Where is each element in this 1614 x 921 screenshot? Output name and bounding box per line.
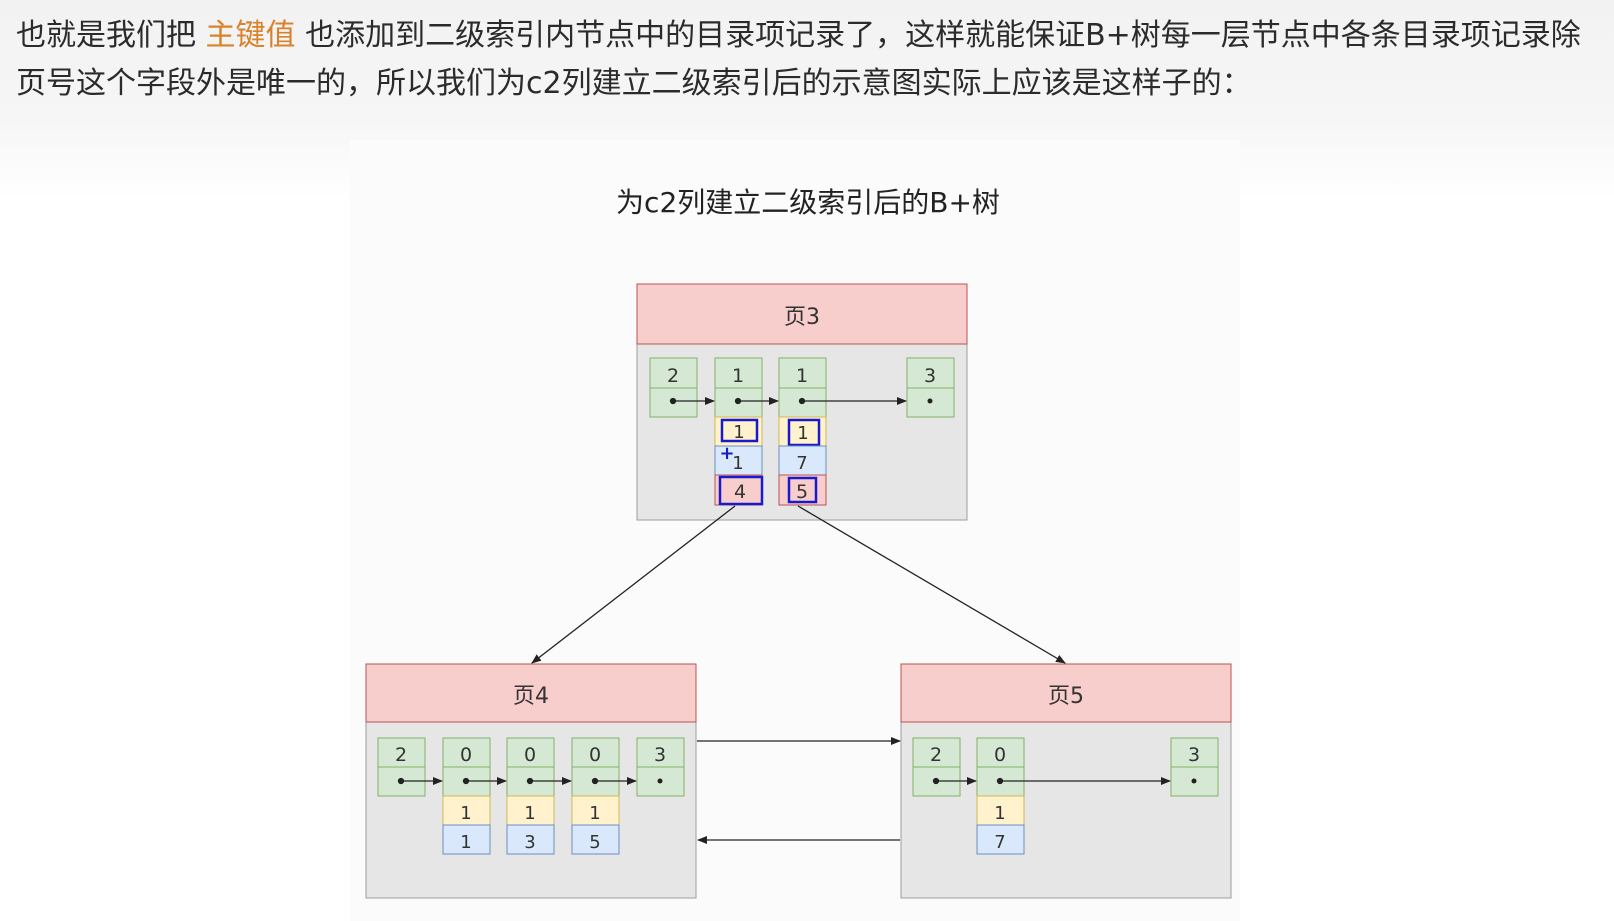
diagram-title: 为c2列建立二级索引后的B+树 [616, 186, 1000, 219]
record-page: 5 [796, 481, 808, 503]
page-4-node: 页4 2 0 1 1 0 1 3 0 [365, 663, 697, 899]
record-key: 1 [732, 365, 744, 387]
edge-to-page-4 [531, 505, 736, 664]
record-key: 2 [667, 365, 679, 387]
record-col: 7 [796, 453, 807, 474]
primary-key-highlight: 主键值 [205, 18, 296, 53]
page-5-record: 3 [1170, 737, 1219, 797]
page-5-node: 页5 2 0 1 7 3 [900, 663, 1232, 899]
record-pk: 1 [589, 803, 600, 824]
explanation-paragraph: 也就是我们把 主键值 也添加到二级索引内节点中的目录项记录了，这样就能保证B+树… [16, 12, 1606, 108]
pointer-dot [927, 398, 933, 404]
record-key: 3 [1188, 744, 1200, 766]
page-5-record-links [932, 777, 1171, 785]
record-col-cell [714, 445, 763, 476]
record-key: 3 [654, 744, 666, 766]
page-4-header [365, 663, 697, 723]
record-key-cell [714, 357, 763, 389]
record-col: 1 [460, 832, 471, 853]
page-highlight-box [787, 476, 818, 504]
record-col: 7 [994, 832, 1005, 853]
record-key: 0 [460, 744, 472, 766]
page-4-record: 0 1 1 [442, 737, 491, 855]
record-pk: 1 [733, 422, 744, 443]
page-4-record: 2 [377, 737, 426, 797]
paragraph-text-2: 也添加到二级索引内节点中的目录项记录了，这样就能保证B+树每一层节点中各条目录项… [16, 18, 1581, 101]
record-page-cell [714, 474, 763, 506]
record-page-cell [778, 474, 827, 506]
page-4-label: 页4 [513, 684, 549, 709]
page-3-header [636, 283, 968, 345]
page-3-record: 3 [906, 357, 955, 418]
record-pointer-cell [778, 387, 827, 418]
record-pk: 1 [524, 803, 535, 824]
record-key: 1 [796, 365, 808, 387]
page-4-record: 0 1 5 [571, 737, 620, 855]
record-key: 3 [924, 365, 936, 387]
cursor-plus-icon: + [719, 443, 734, 464]
page-4-record: 3 [636, 737, 685, 797]
tree-edges [531, 505, 1066, 664]
page-4-record-links [397, 777, 637, 785]
record-key: 0 [994, 744, 1006, 766]
page-3-record-links [669, 397, 907, 405]
page-3-node: 页3 2 1 1 1 + 4 1 1 [636, 283, 968, 521]
page-3-record: 1 1 7 5 [778, 357, 827, 506]
pk-highlight-box [787, 418, 821, 447]
record-key: 2 [395, 744, 407, 766]
record-page: 4 [734, 481, 746, 503]
page-4-record: 0 1 3 [506, 737, 555, 855]
page-3-record: 2 [649, 357, 698, 418]
record-col: 3 [524, 832, 535, 853]
edge-to-page-5 [797, 505, 1066, 664]
paragraph-text-1: 也就是我们把 [16, 18, 206, 53]
pk-highlight-box [720, 418, 759, 443]
record-pk: 1 [994, 803, 1005, 824]
record-col: 1 [732, 453, 743, 474]
page-5-record: 0 1 7 [976, 737, 1025, 855]
page-5-record: 2 [912, 737, 961, 797]
record-key: 0 [589, 744, 601, 766]
record-key: 2 [930, 744, 942, 766]
record-key-cell [649, 357, 698, 389]
page-5-header [900, 663, 1232, 723]
record-key-cell [906, 357, 955, 389]
page-3-record: 1 1 1 + 4 [714, 357, 764, 506]
page-5-label: 页5 [1048, 684, 1084, 709]
record-pk: 1 [460, 803, 471, 824]
record-pk: 1 [797, 423, 808, 444]
page-highlight-box [718, 475, 764, 506]
record-key: 0 [524, 744, 536, 766]
record-col: 5 [589, 832, 600, 853]
record-col-cell [778, 445, 827, 476]
sibling-links [697, 737, 901, 844]
page-3-label: 页3 [784, 305, 820, 330]
